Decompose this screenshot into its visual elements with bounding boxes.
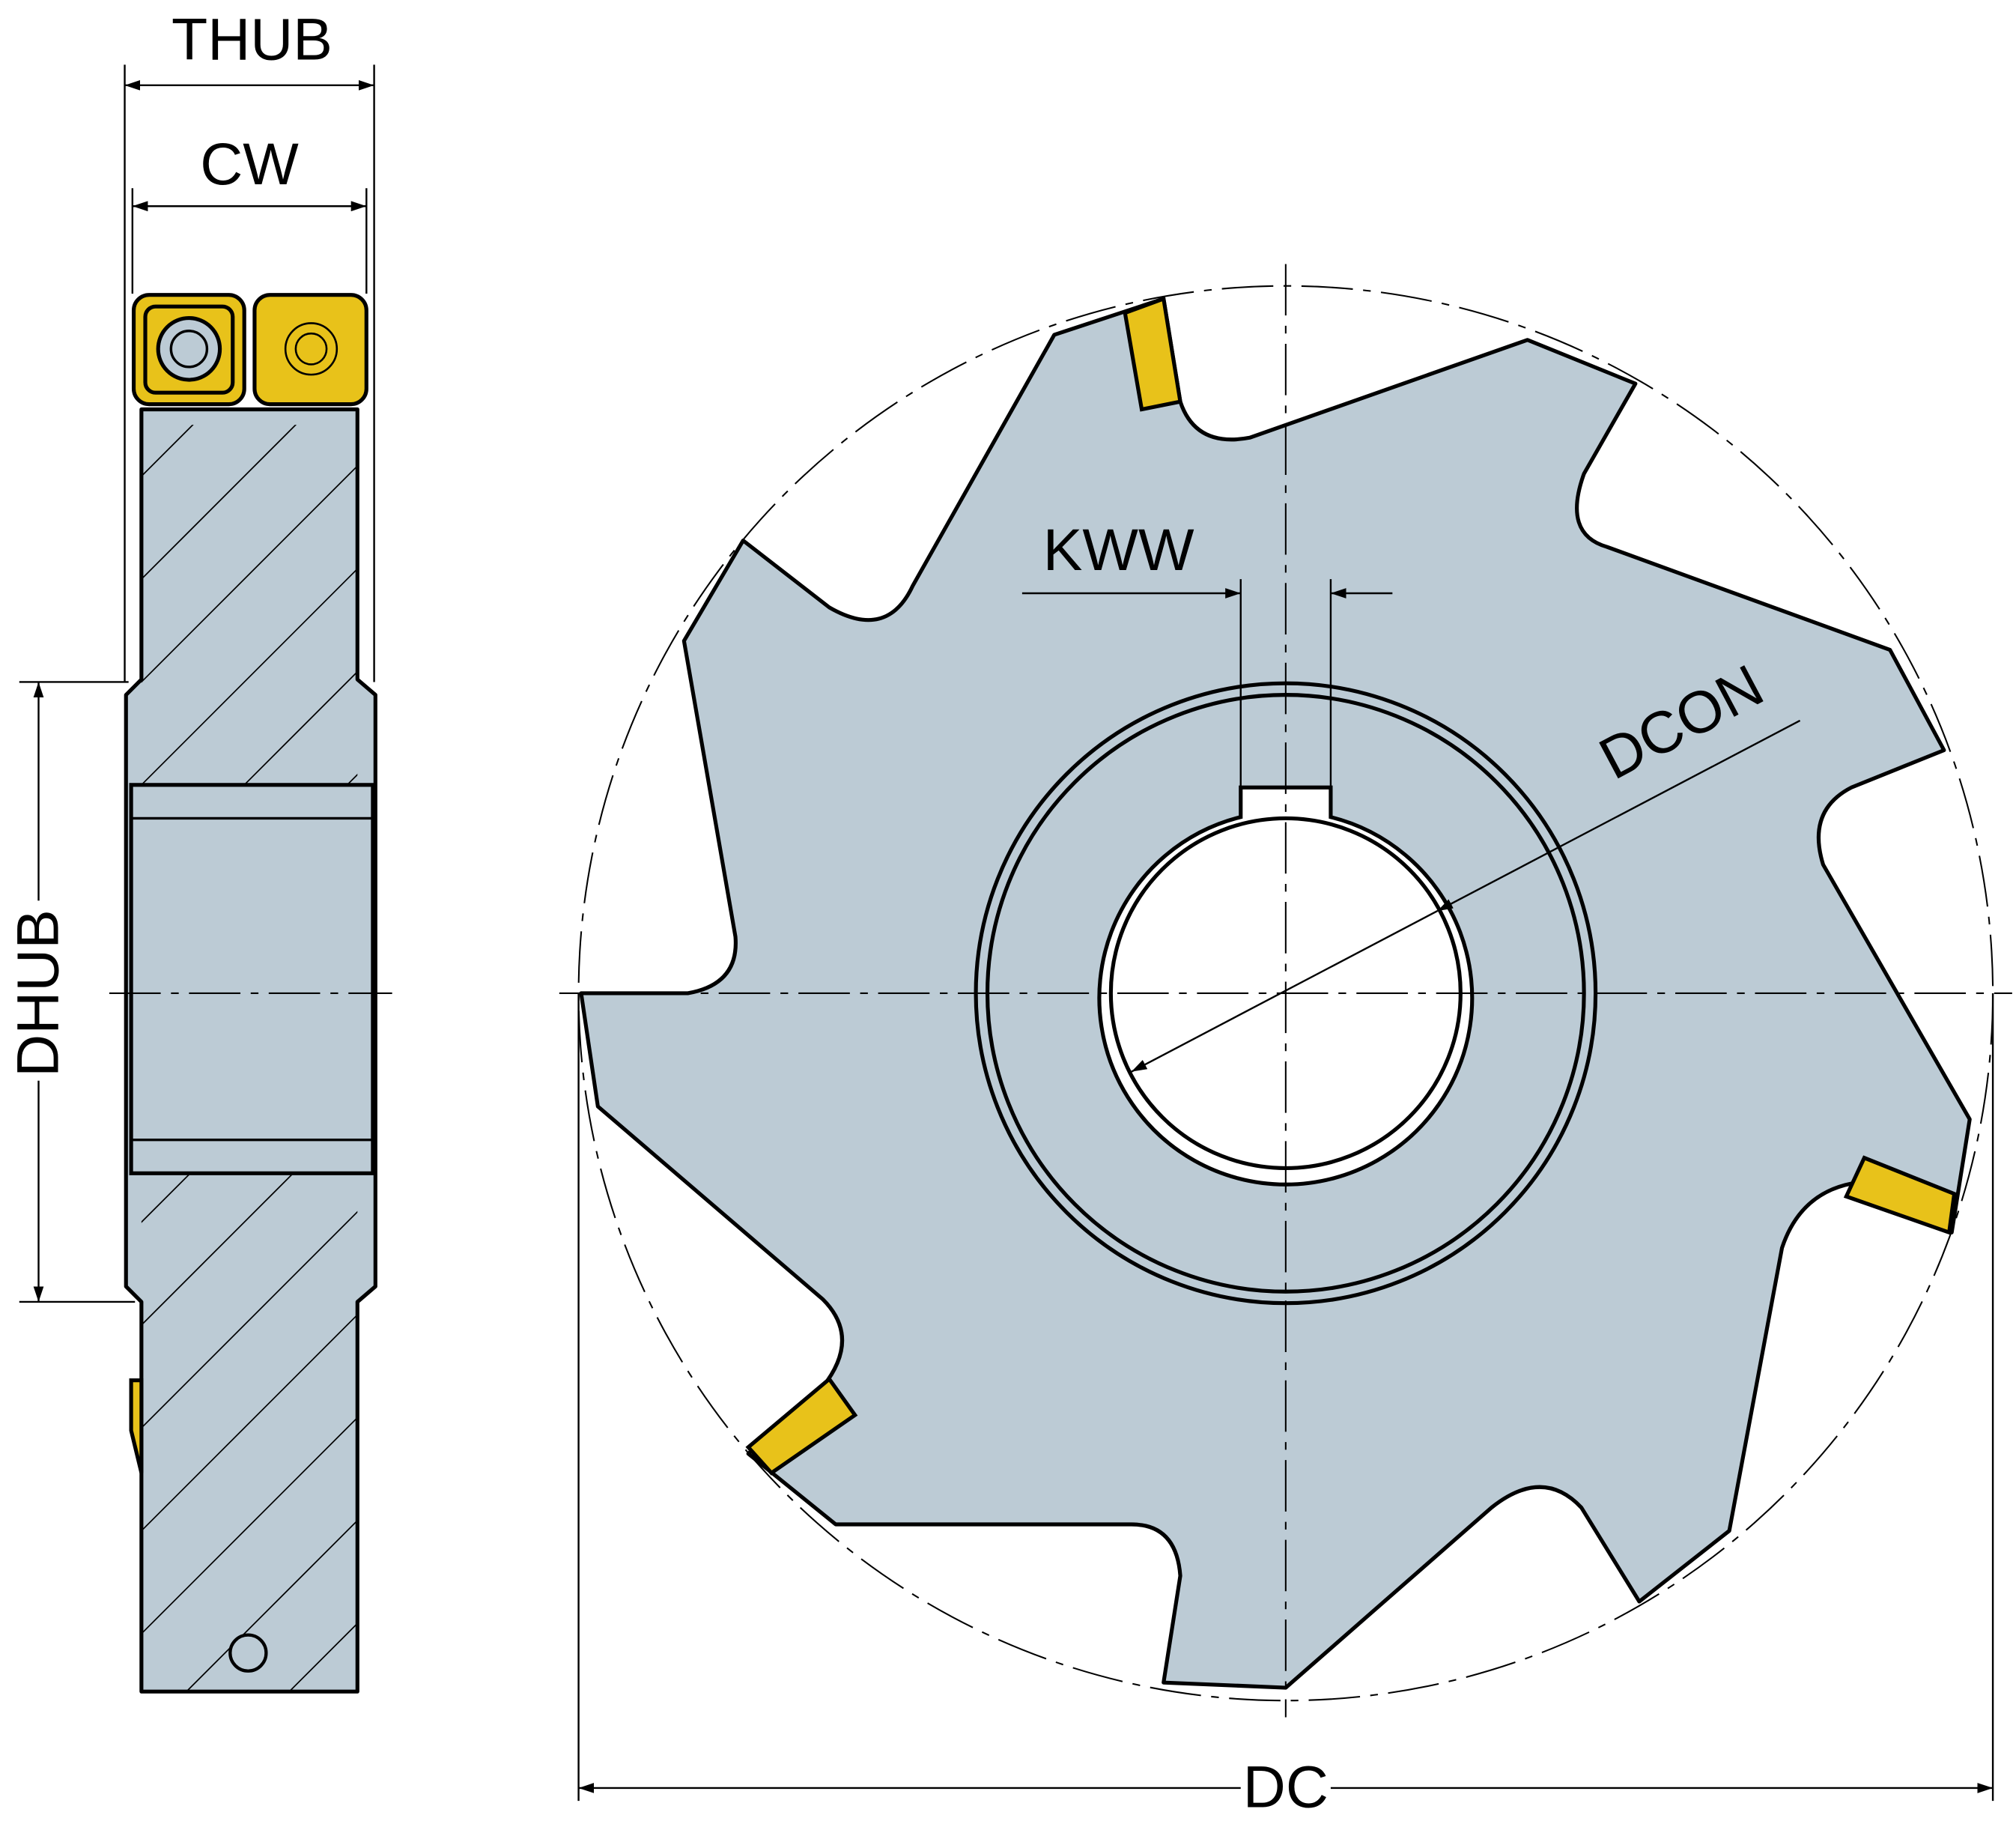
label-dhub: DHUB <box>4 909 70 1077</box>
front-dimensions: KWW DCON DC <box>577 517 1994 1820</box>
side-dimensions: THUB CW DHUB <box>4 7 375 1303</box>
insert-right <box>252 293 368 407</box>
label-thub: THUB <box>171 7 333 73</box>
screw-icon <box>284 322 338 376</box>
insert <box>745 1376 858 1476</box>
label-kww: KWW <box>1043 517 1194 583</box>
insert <box>1123 296 1182 412</box>
side-view <box>109 293 392 1694</box>
front-view <box>559 264 2012 1718</box>
screw-icon <box>156 316 222 382</box>
hatch-upper <box>141 425 358 785</box>
label-cw: CW <box>200 131 299 197</box>
bore-section <box>129 783 375 1175</box>
pin-hole <box>228 1633 268 1673</box>
insert <box>1843 1155 1957 1235</box>
label-dc: DC <box>1243 1754 1329 1820</box>
